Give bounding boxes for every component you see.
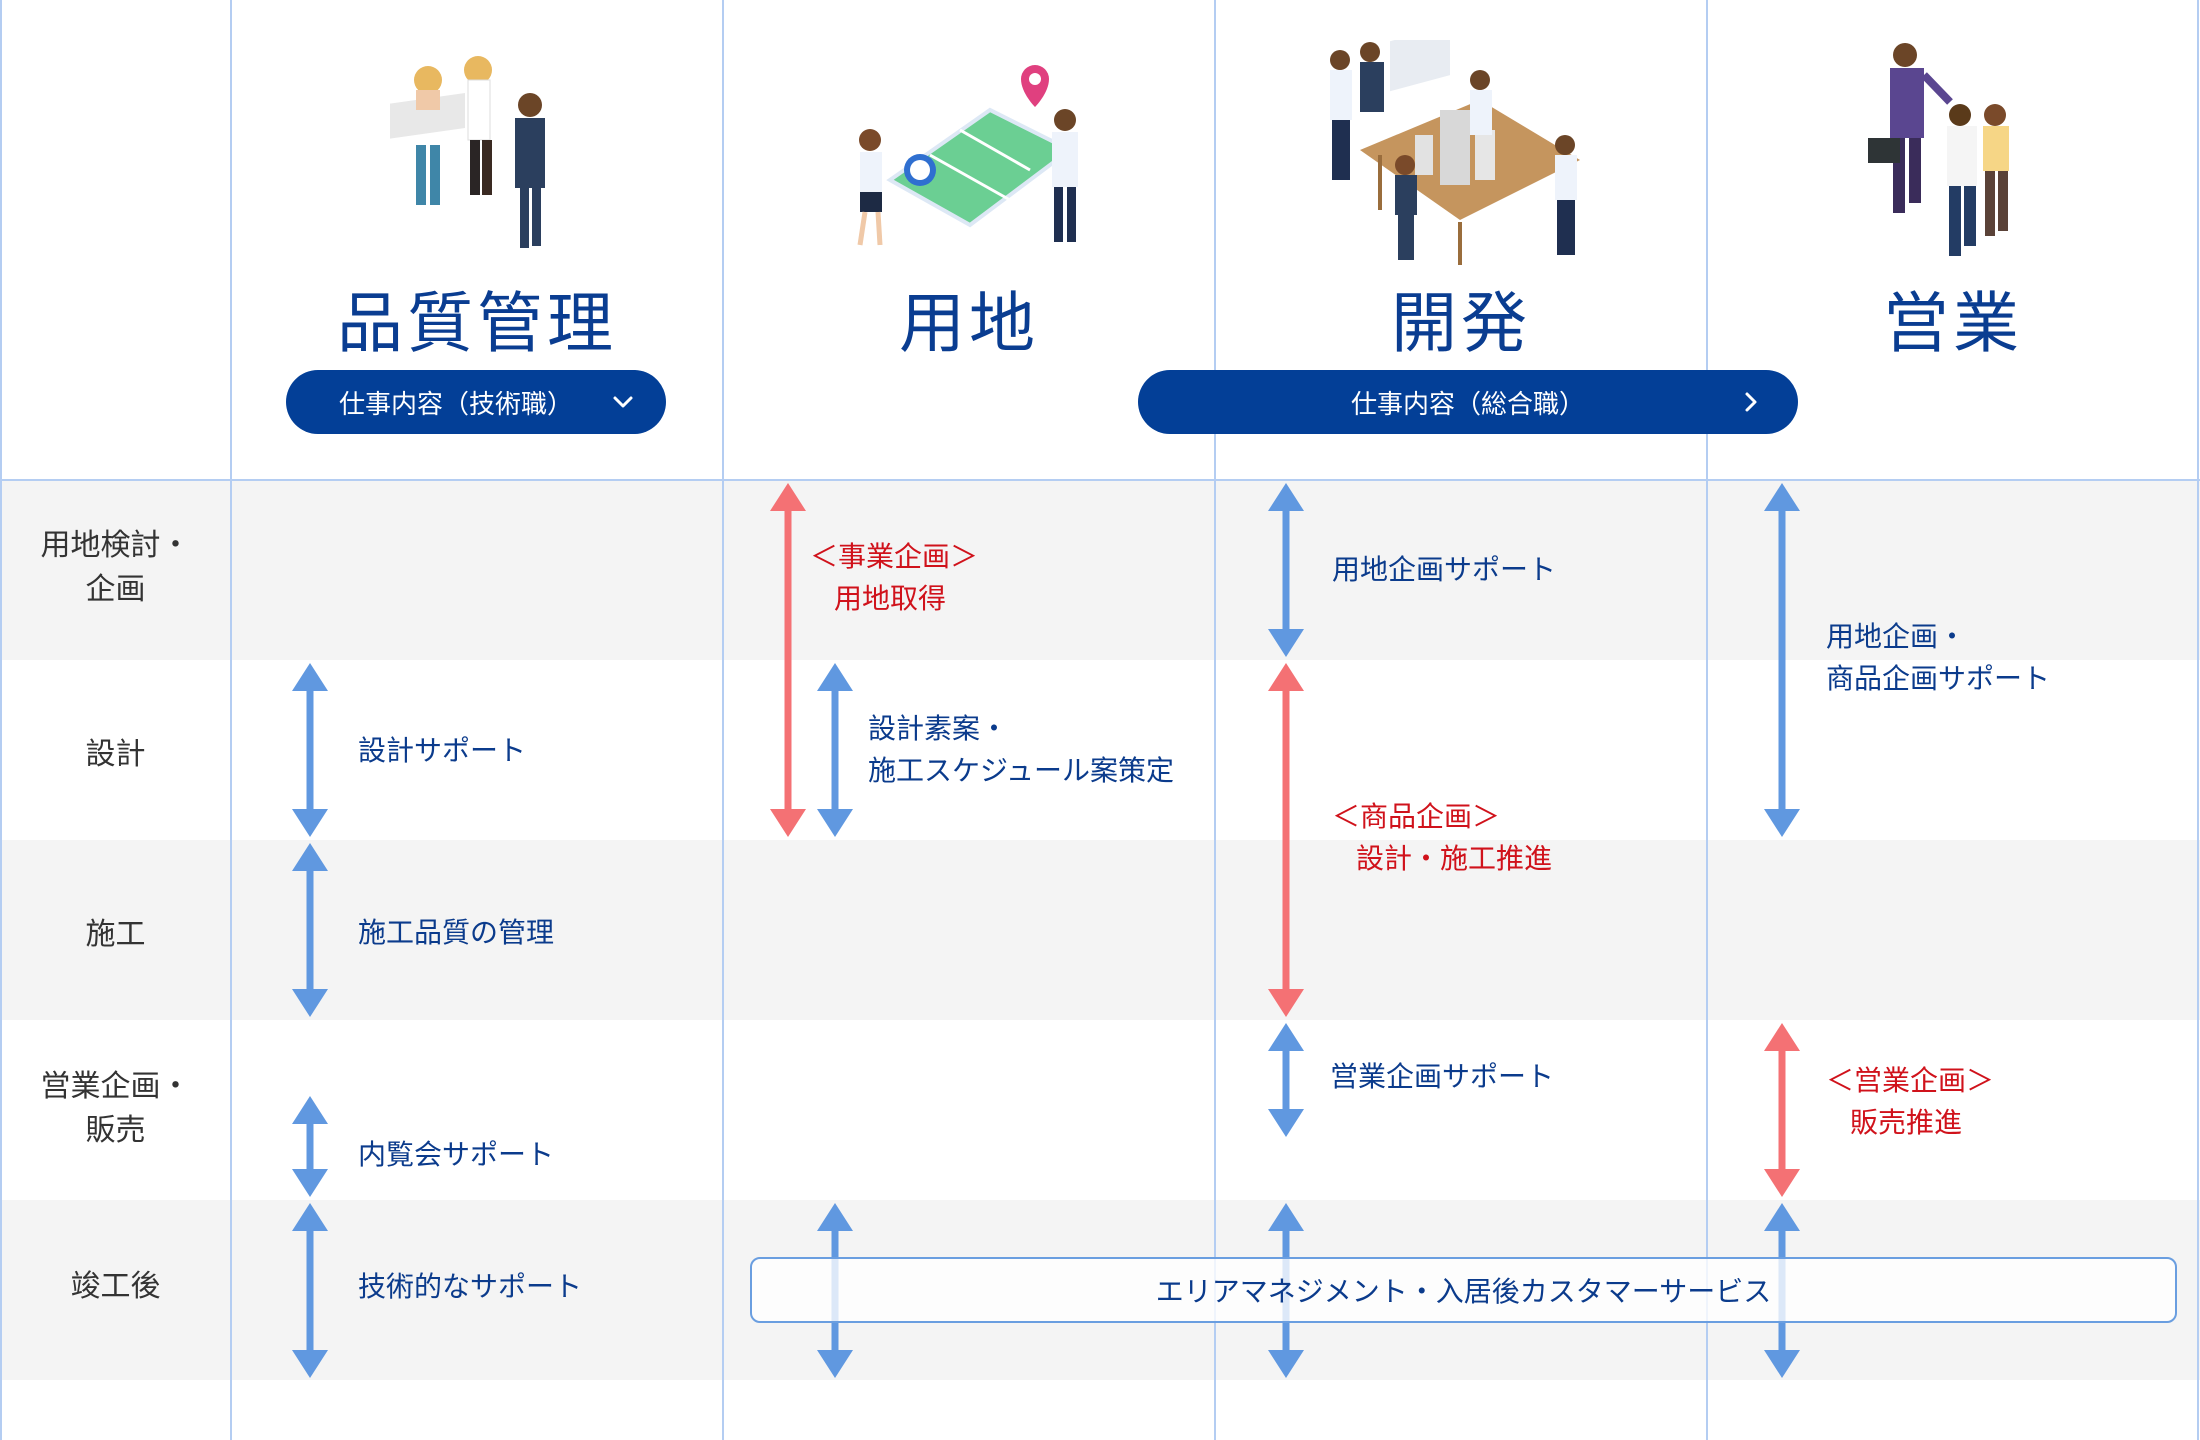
row-band-land-planning	[0, 480, 2200, 660]
column-title-development: 開発	[1391, 285, 1531, 362]
arrow-head-up-icon	[770, 483, 806, 511]
text-line: 用地取得	[834, 582, 947, 615]
text-line: 設計・施工推進	[1356, 842, 1553, 875]
arrow-head-down-icon	[770, 809, 806, 837]
row-label-line: 用地検討・	[40, 528, 191, 563]
arrow-head-down-icon	[1764, 1350, 1800, 1378]
text-line: 販売推進	[1850, 1106, 1963, 1139]
map-survey-illustration	[857, 65, 1078, 246]
row-label-design: 設計	[0, 733, 231, 777]
quality-sales-text: 内覧会サポート	[358, 1138, 555, 1171]
grid-line	[722, 0, 724, 1440]
grid-line	[0, 0, 2, 1440]
dev-sales-support-arrow	[1268, 1023, 1304, 1137]
arrow-head-up-icon	[817, 1203, 853, 1231]
arrow-head-down-icon	[292, 809, 328, 837]
development-meeting-illustration	[1330, 40, 1580, 265]
grid-line	[230, 0, 232, 1440]
arrow-head-up-icon	[292, 843, 328, 871]
after-service-box: エリアマネジメント・入居後カスタマーサービス	[750, 1257, 2177, 1323]
arrow-head-down-icon	[1764, 809, 1800, 837]
header-divider	[0, 479, 2200, 481]
arrow-head-down-icon	[1268, 629, 1304, 657]
arrow-head-up-icon	[292, 1203, 328, 1231]
row-label-line: 設計	[85, 737, 146, 772]
row-label-sales: 営業企画・ 販売	[0, 1065, 231, 1153]
quality-construction-text: 施工品質の管理	[358, 916, 555, 949]
arrow-head-up-icon	[1268, 663, 1304, 691]
chevron-right-icon	[1744, 370, 1758, 434]
dev-land-support-text: 用地企画サポート	[1332, 553, 1557, 586]
arrow-head-up-icon	[292, 663, 328, 691]
dev-product-planning-text: ＜商品企画＞ 設計・施工推進	[1332, 796, 1552, 880]
text-line: ＜商品企画＞	[1332, 800, 1501, 833]
text-line: 商品企画サポート	[1826, 662, 2051, 695]
arrow-head-down-icon	[817, 1350, 853, 1378]
land-design-arrow	[817, 663, 853, 837]
sales-planning-support-arrow	[1764, 483, 1800, 837]
quality-after-text: 技術的なサポート	[358, 1270, 583, 1303]
text-line: ＜営業企画＞	[1826, 1064, 1995, 1097]
grid-line	[1706, 0, 1708, 1440]
technical-job-button[interactable]: 仕事内容（技術職）	[286, 370, 666, 434]
text-line: ＜事業企画＞	[810, 540, 979, 573]
arrow-head-up-icon	[817, 663, 853, 691]
land-business-planning-arrow	[770, 483, 806, 837]
row-label-after-completion: 竣工後	[0, 1265, 231, 1309]
column-title-quality: 品質管理	[337, 285, 617, 362]
arrow-head-down-icon	[292, 989, 328, 1017]
dev-sales-support-text: 営業企画サポート	[1330, 1060, 1555, 1093]
arrow-head-up-icon	[292, 1096, 328, 1124]
arrow-head-up-icon	[1764, 1203, 1800, 1231]
general-job-label: 仕事内容（総合職）	[1350, 389, 1585, 420]
grid-line	[1214, 0, 1216, 1440]
row-label-line: 企画	[85, 572, 146, 607]
text-line: 設計素案・	[868, 712, 1009, 745]
quality-after-arrow	[292, 1203, 328, 1378]
row-label-construction: 施工	[0, 913, 231, 957]
row-band-construction	[0, 840, 2200, 1020]
arrow-head-up-icon	[1268, 1023, 1304, 1051]
arrow-head-down-icon	[1268, 989, 1304, 1017]
quality-sales-arrow	[292, 1096, 328, 1197]
sales-promotion-arrow	[1764, 1023, 1800, 1197]
arrow-head-down-icon	[1268, 1350, 1304, 1378]
land-design-text: 設計素案・ 施工スケジュール案策定	[868, 708, 1174, 792]
text-line: 施工スケジュール案策定	[868, 754, 1175, 787]
dev-product-planning-arrow	[1268, 663, 1304, 1017]
text-line: 用地企画・	[1826, 620, 1967, 653]
dev-land-support-arrow	[1268, 483, 1304, 657]
arrow-head-up-icon	[1764, 483, 1800, 511]
arrow-head-up-icon	[1764, 1023, 1800, 1051]
sales-meeting-illustration	[1868, 43, 2009, 256]
arrow-head-down-icon	[1764, 1169, 1800, 1197]
row-label-line: 竣工後	[70, 1269, 161, 1304]
column-title-sales: 営業	[1883, 285, 2023, 362]
technical-job-label: 仕事内容（技術職）	[338, 389, 573, 420]
arrow-head-up-icon	[1268, 1203, 1304, 1231]
quality-design-arrow	[292, 663, 328, 837]
arrow-head-down-icon	[817, 809, 853, 837]
sales-planning-support-text: 用地企画・ 商品企画サポート	[1826, 616, 2050, 700]
row-label-land-planning: 用地検討・ 企画	[0, 524, 231, 612]
construction-workers-illustration	[390, 56, 545, 248]
grid-line	[2197, 0, 2199, 1440]
quality-construction-arrow	[292, 843, 328, 1017]
column-title-land: 用地	[899, 285, 1039, 362]
row-label-line: 施工	[85, 917, 146, 952]
row-label-line: 販売	[85, 1113, 146, 1148]
sales-promotion-text: ＜営業企画＞ 販売推進	[1826, 1060, 1994, 1144]
arrow-head-up-icon	[1268, 483, 1304, 511]
chevron-down-icon	[612, 370, 634, 434]
arrow-head-down-icon	[292, 1350, 328, 1378]
quality-design-text: 設計サポート	[358, 734, 527, 767]
row-label-line: 営業企画・	[40, 1069, 191, 1104]
arrow-head-down-icon	[292, 1169, 328, 1197]
general-job-button[interactable]: 仕事内容（総合職）	[1138, 370, 1798, 434]
land-business-planning-text: ＜事業企画＞ 用地取得	[810, 536, 978, 620]
arrow-head-down-icon	[1268, 1109, 1304, 1137]
